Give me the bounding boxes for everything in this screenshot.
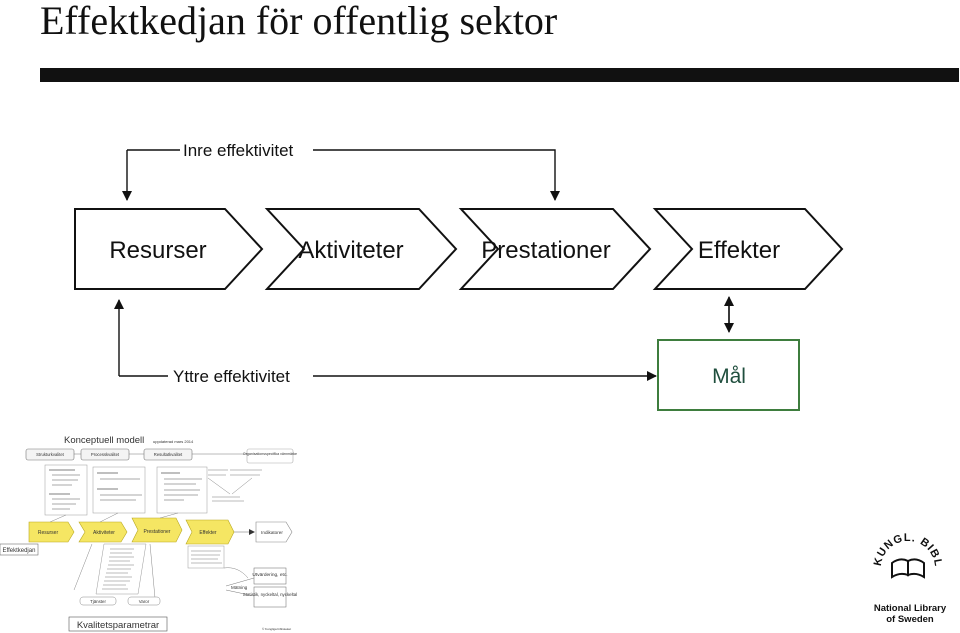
- thumbnail-top-box-label: Strukturkvalitet: [36, 452, 65, 457]
- thumbnail-top-box-label: Resultatkvalitet: [154, 452, 183, 457]
- title-divider: [40, 68, 959, 82]
- thumbnail-measure-box: Statistik, nyckeltal, nyckeltal: [243, 592, 297, 597]
- thumbnail-left-box: [0, 543, 39, 556]
- conceptual-model-thumbnail: Konceptuell modell uppdaterad mars 2014 …: [0, 435, 297, 632]
- thumbnail-measure-box: Utvärdering, etc.: [252, 572, 287, 578]
- chain-step-label: Effekter: [698, 237, 780, 264]
- thumbnail-top-box: [25, 448, 75, 461]
- thumbnail-top-box: [143, 448, 193, 461]
- thumbnail-top-box-label: Processkvalitet: [91, 452, 120, 457]
- chain-step-resurser: Resurser: [74, 208, 264, 290]
- thumbnail-chain-label: Resurser: [38, 530, 59, 536]
- thumbnail-heading: Konceptuell modell: [64, 435, 144, 446]
- thumbnail-indicator-label: Indikatorer: [261, 530, 283, 535]
- inner-efficiency-label: Inre effektivitet: [183, 141, 294, 160]
- thumbnail-chain-label: Prestationer: [144, 529, 171, 535]
- thumbnail-heading-note: uppdaterad mars 2014: [153, 439, 194, 444]
- kb-logo-name-line1: National Library: [873, 603, 947, 614]
- chain-step-label: Resurser: [109, 237, 206, 264]
- goal-box: Mål: [657, 339, 800, 411]
- thumbnail-chain-label: Effekter: [199, 530, 216, 536]
- chain-step-label: Aktiviteter: [298, 237, 403, 264]
- outer-efficiency-connector: [114, 299, 657, 381]
- thumbnail-org-box-label: Organisationsspecifika värnmärke: [243, 452, 297, 456]
- chain-step-label: Prestationer: [481, 237, 610, 264]
- thumbnail-top-box: [80, 448, 130, 461]
- thumbnail-bottom-box: Varor: [139, 599, 150, 604]
- kb-logo-name-line2: of Sweden: [886, 614, 934, 625]
- thumbnail-bottom-label-box: [68, 616, 168, 632]
- page-title: Effektkedjan för offentlig sektor: [40, 0, 558, 43]
- chain-step-prestationer: Prestationer: [458, 208, 652, 290]
- chain-step-aktiviteter: Aktiviteter: [264, 208, 458, 290]
- inner-efficiency-connector: [122, 149, 560, 201]
- thumbnail-measure-label: Mätning: [231, 585, 248, 590]
- thumbnail-bottom-label: Kvalitetsparametrar: [77, 620, 159, 631]
- chain-step-effekter: Effekter: [652, 208, 844, 290]
- thumbnail-footer: © Kungliga biblioteket: [262, 627, 291, 631]
- thumbnail-bottom-box: Tjänster: [90, 599, 106, 604]
- thumbnail-org-box: [246, 448, 294, 464]
- kb-logo-name: National Library of Sweden: [862, 603, 958, 625]
- outer-efficiency-label: Yttre effektivitet: [173, 367, 290, 386]
- goal-label: Mål: [712, 365, 746, 388]
- thumbnail-left-label: Effektkedjan: [3, 548, 36, 554]
- kb-book-icon: [891, 558, 925, 579]
- thumbnail-chain-label: Aktiviteter: [93, 530, 115, 536]
